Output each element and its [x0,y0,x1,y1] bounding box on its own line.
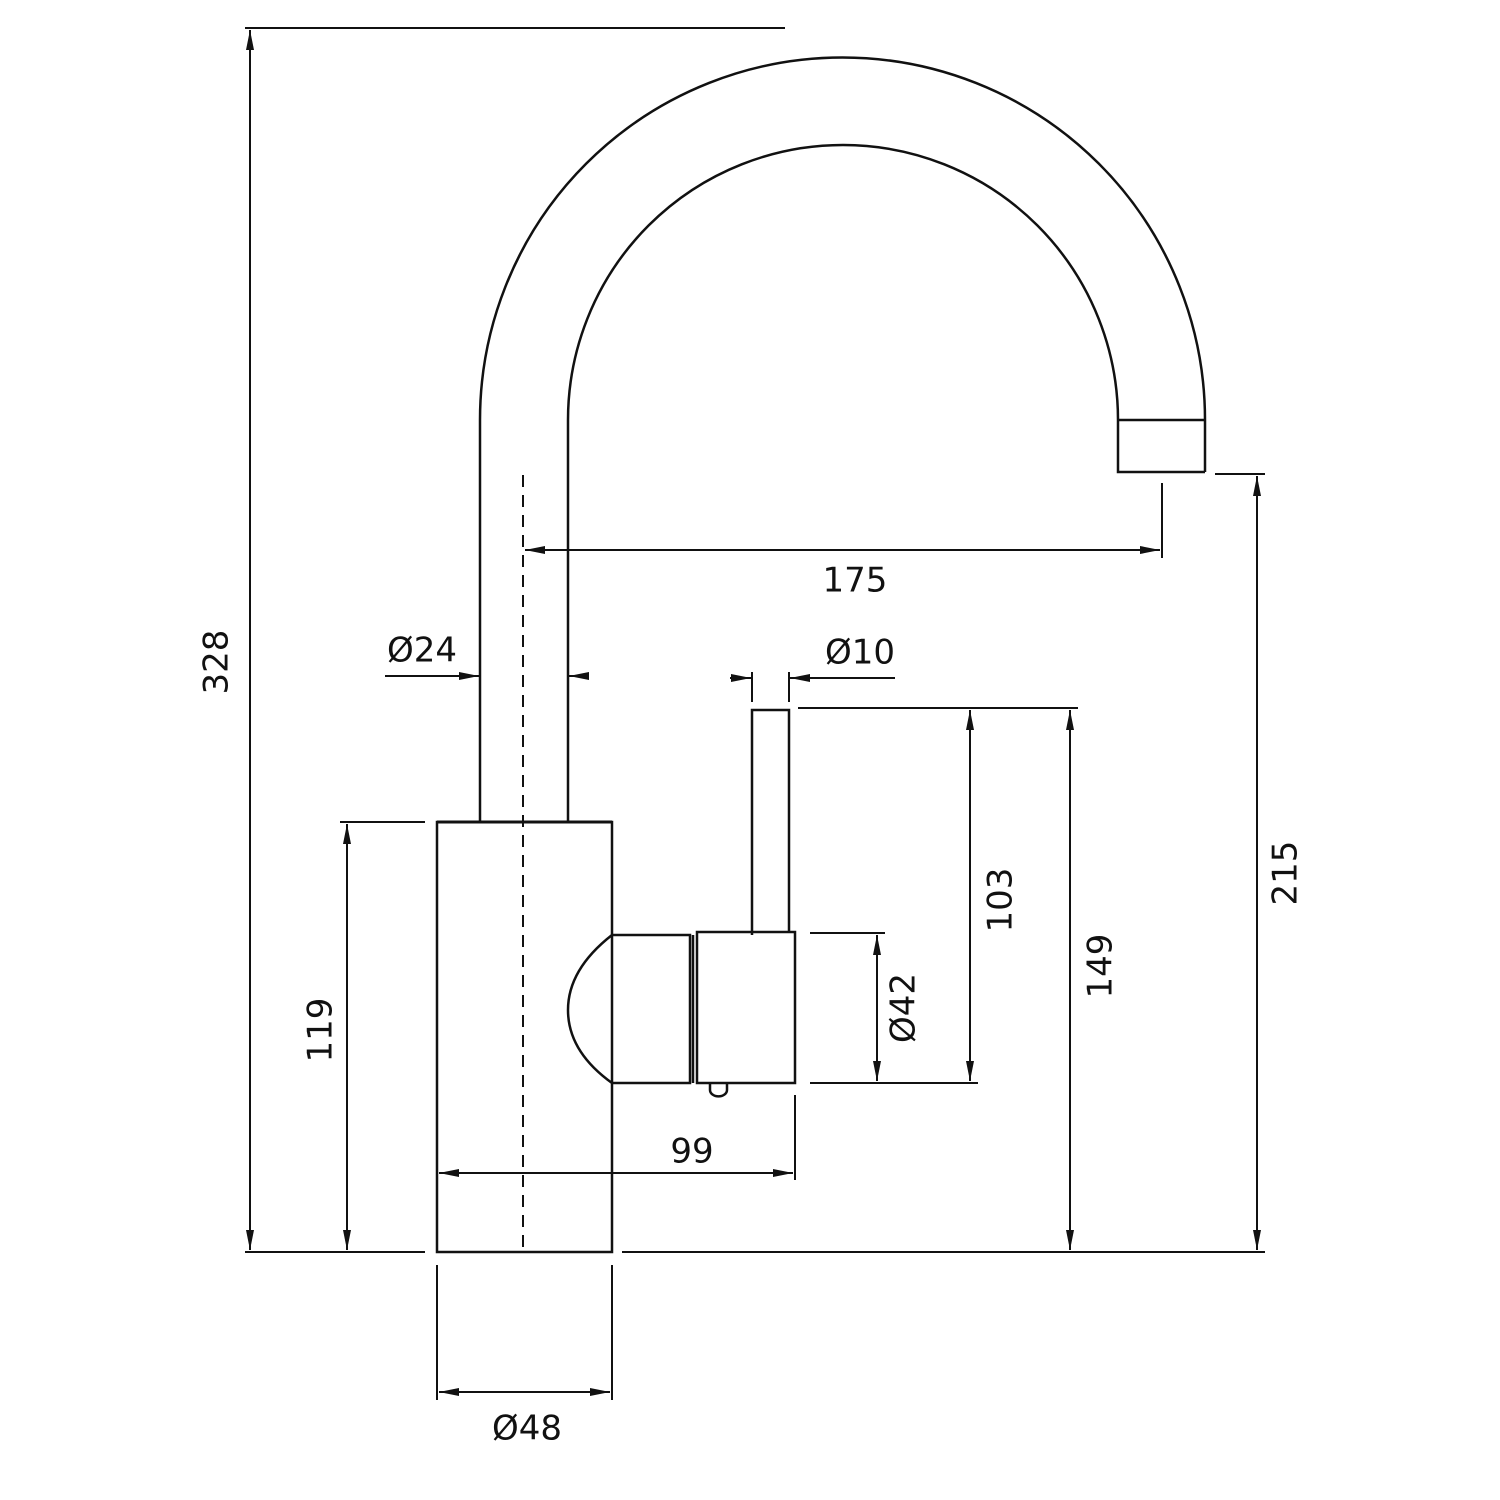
label-119: 119 [301,998,341,1063]
handle-neck [566,933,692,1085]
label-328: 328 [197,630,237,695]
handle-knob [708,1083,729,1098]
label-42: Ø42 [884,973,924,1043]
faucet-body [435,820,614,1254]
spout-inner [566,143,1205,822]
label-99: 99 [670,1132,713,1172]
label-103: 103 [981,868,1021,933]
dimension-lines [245,27,1265,1400]
faucet-outline [435,56,1207,1254]
label-24: Ø24 [387,631,457,671]
handle-cylinder [695,930,797,1085]
dimension-labels: 328 175 Ø24 Ø10 103 149 215 119 Ø42 99 Ø… [197,561,1306,1449]
label-48: Ø48 [492,1409,562,1449]
label-215: 215 [1266,841,1306,906]
lever [750,708,791,935]
label-175: 175 [823,561,888,601]
label-10: Ø10 [825,633,895,673]
label-149: 149 [1081,934,1121,999]
spout-outer [478,56,1207,822]
